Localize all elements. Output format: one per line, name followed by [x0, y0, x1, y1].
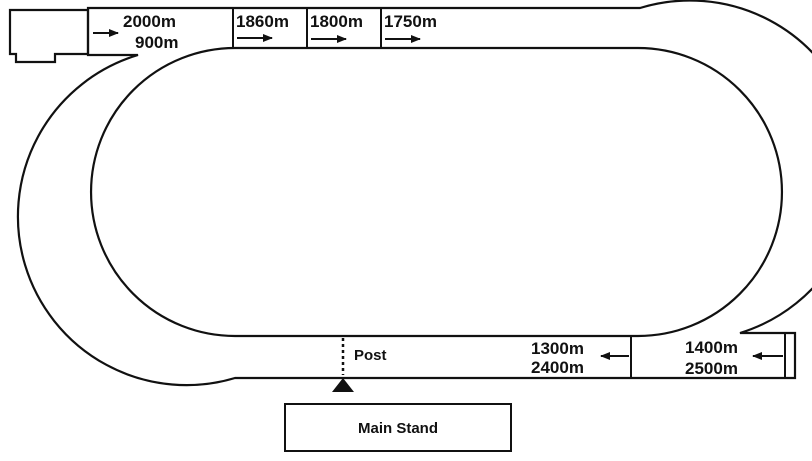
label-2000m: 2000m	[123, 12, 176, 31]
label-1800m: 1800m	[310, 12, 363, 31]
label-2500m: 2500m	[685, 359, 738, 378]
main-stand-label: Main Stand	[358, 420, 438, 437]
label-1750m: 1750m	[384, 12, 437, 31]
finish-post-triangle-icon	[332, 378, 354, 392]
main-stand-box	[284, 403, 512, 452]
label-1400m: 1400m	[685, 338, 738, 357]
starting-gate-box	[8, 8, 90, 64]
label-2400m: 2400m	[531, 358, 584, 377]
post-label: Post	[354, 347, 387, 364]
track-outer-boundary	[16, 0, 812, 387]
label-1300m: 1300m	[531, 339, 584, 358]
label-900m: 900m	[135, 33, 178, 52]
track-inner-boundary	[89, 46, 784, 338]
label-1860m: 1860m	[236, 12, 289, 31]
